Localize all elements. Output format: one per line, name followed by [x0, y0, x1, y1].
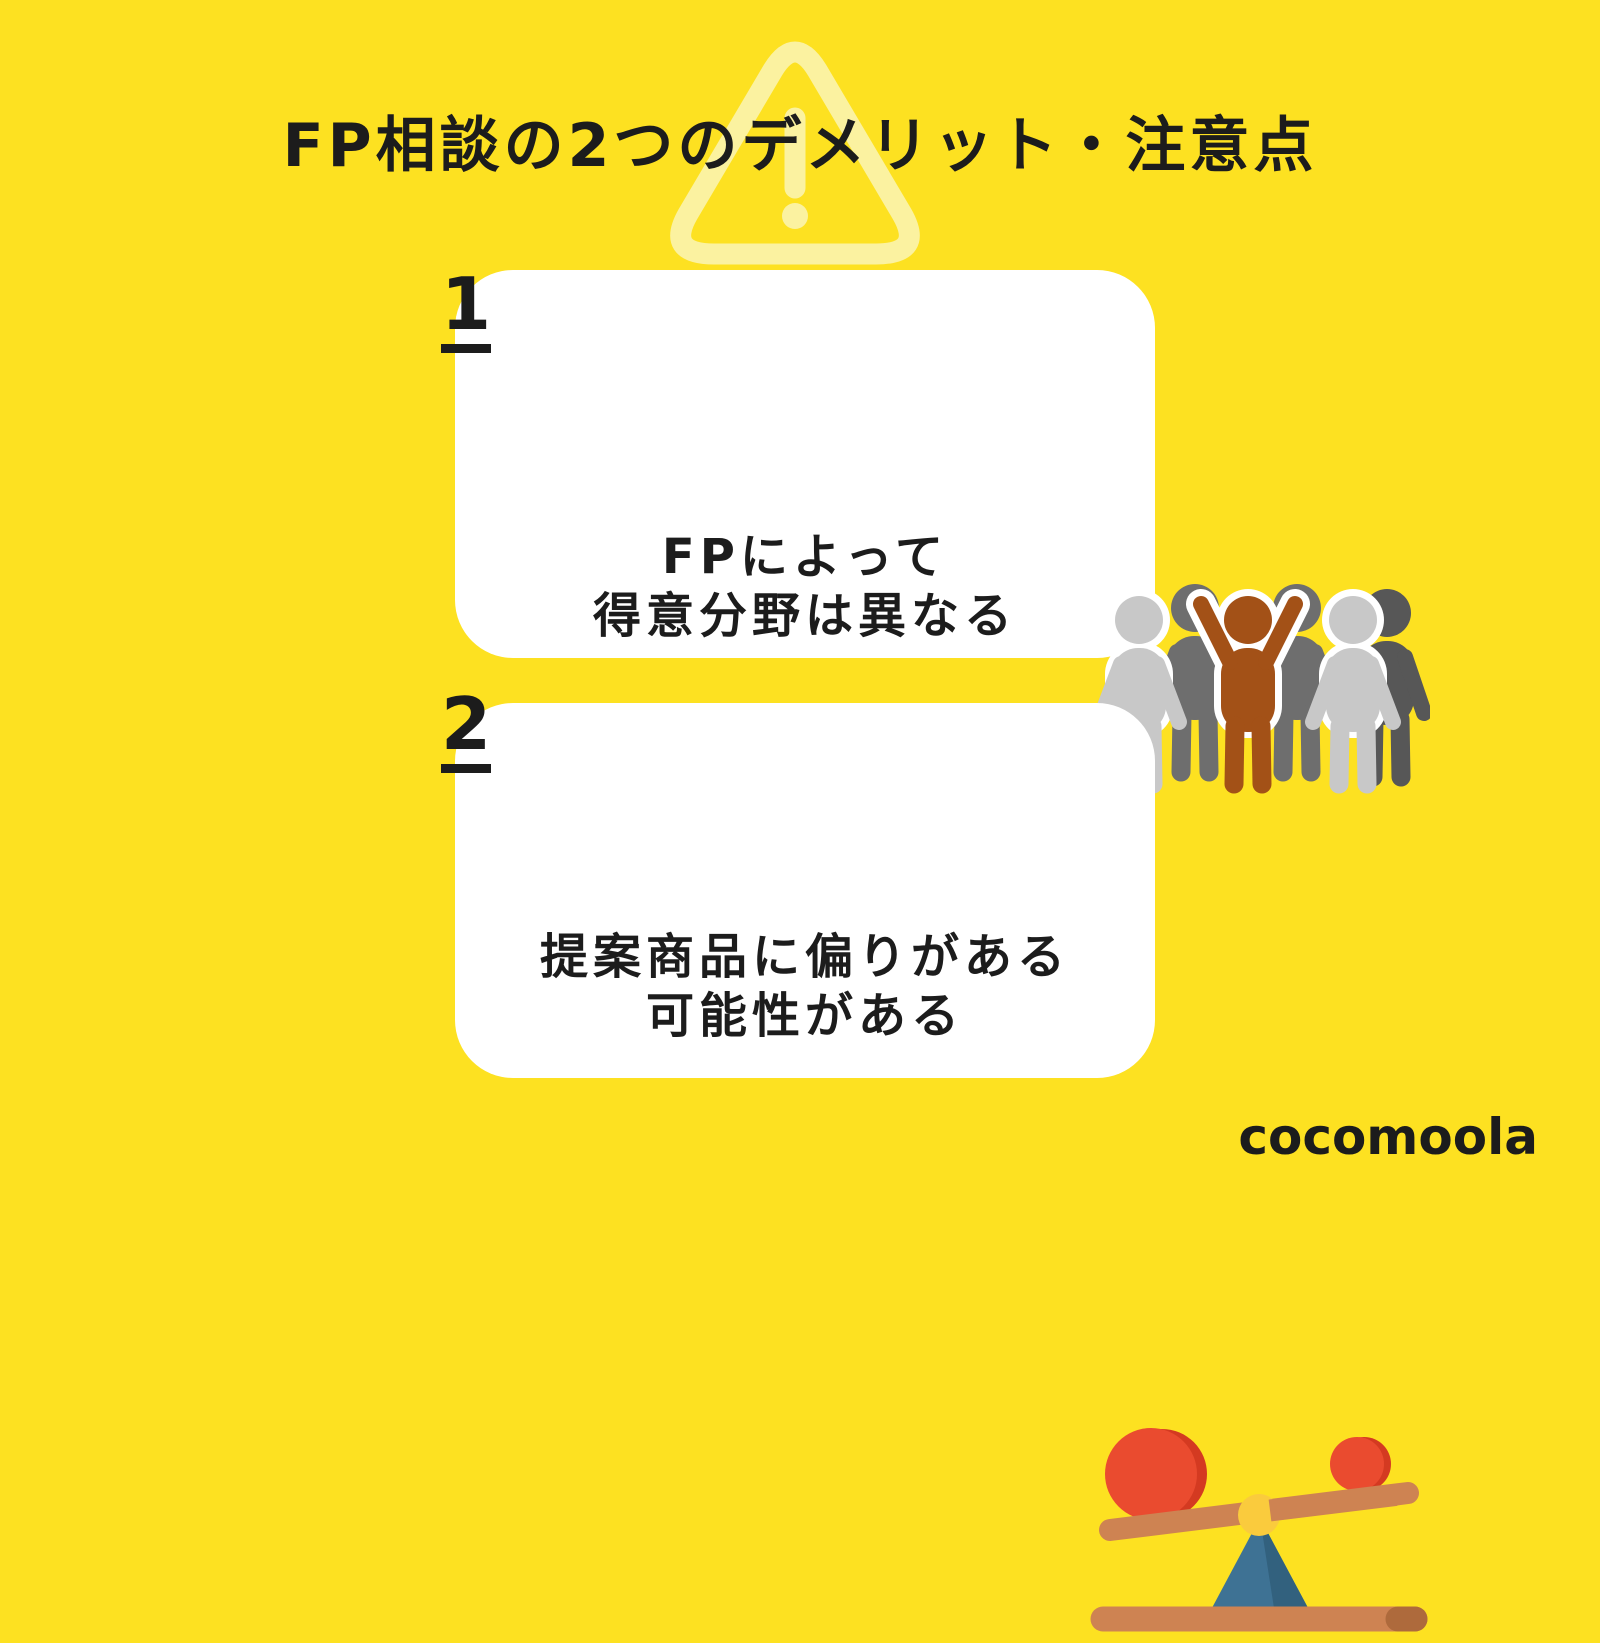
card-1-number-digit: 1 — [440, 262, 492, 346]
person-right — [1305, 596, 1401, 794]
big-ball — [1105, 1428, 1197, 1520]
card-2-number-underline — [441, 764, 491, 773]
card-fp-specialties: FPによって 得意分野は異なる — [455, 270, 1430, 794]
card-1-label-line-2: 得意分野は異なる — [592, 588, 1017, 644]
seesaw-plank-front — [1268, 1484, 1398, 1522]
warning-triangle-icon — [670, 41, 920, 265]
brand-logo: cocomoola — [1238, 1108, 1538, 1166]
card-2-number: 2 — [438, 688, 494, 773]
card-2-number-digit: 2 — [440, 682, 492, 766]
card-2-label: 提案商品に偏りがある 可能性がある — [455, 928, 1155, 1046]
card-1-number-underline — [441, 344, 491, 353]
card-1-label: FPによって 得意分野は異なる — [455, 528, 1155, 646]
card-1-number: 1 — [438, 268, 494, 353]
seesaw-balance-icon — [1090, 1428, 1428, 1632]
card-2-label-line-2: 可能性がある — [645, 988, 964, 1044]
page-title: FP相談の2つのデメリット・注意点 — [282, 111, 1318, 181]
card-1-label-line-1: FPによって — [661, 529, 949, 585]
card-2-label-line-1: 提案商品に偏りがある — [539, 929, 1070, 985]
small-ball — [1330, 1437, 1384, 1491]
card-product-bias: 提案商品に偏りがある 可能性がある — [455, 703, 1428, 1632]
person-center-featured — [1193, 596, 1303, 794]
